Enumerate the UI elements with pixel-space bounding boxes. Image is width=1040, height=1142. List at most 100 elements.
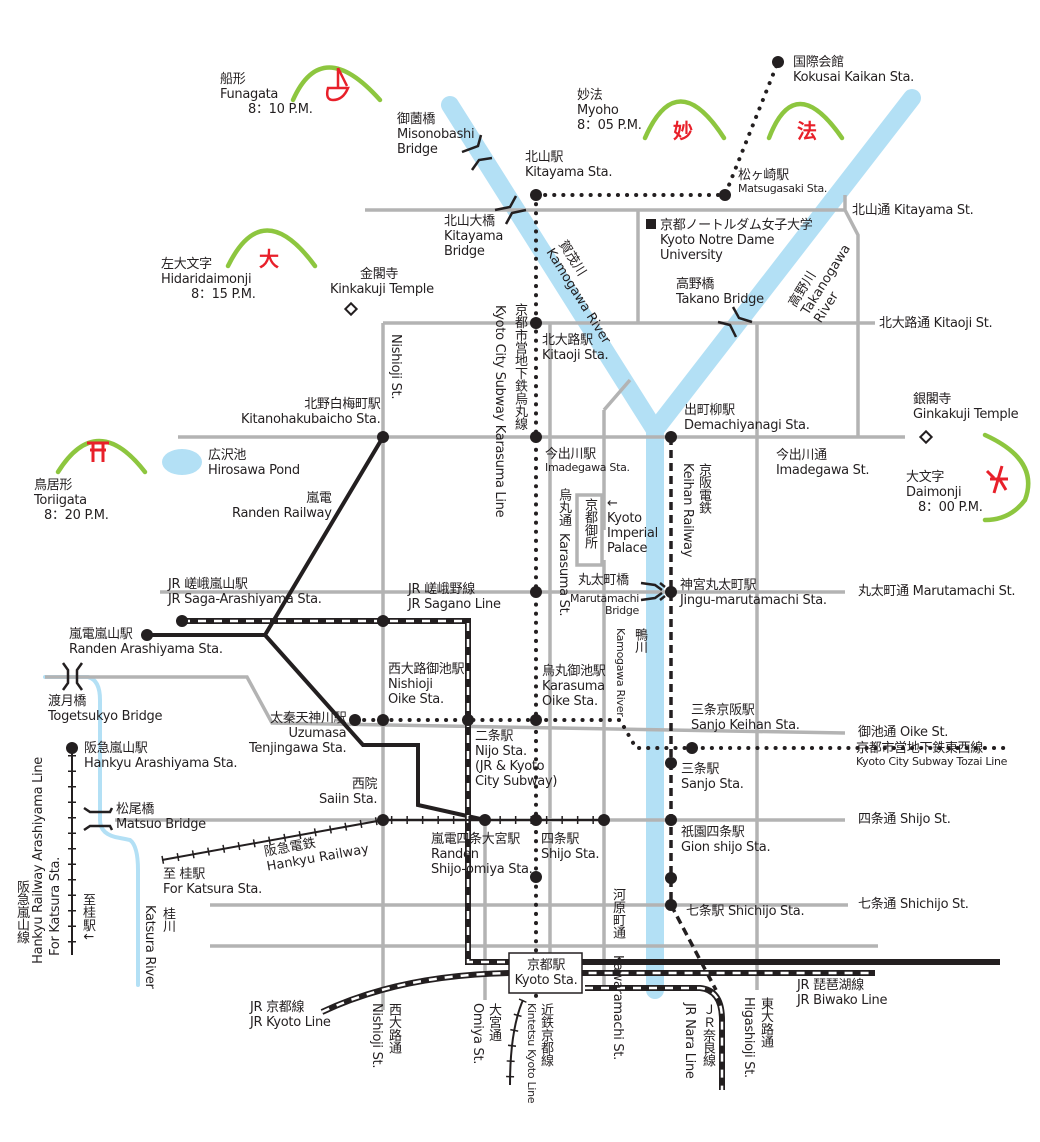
station-jingu-dot[interactable] (665, 586, 677, 598)
station-kokusai-dot[interactable] (772, 56, 784, 68)
nishioji-south-en: Nishioji St. (369, 1003, 384, 1069)
randen-line-label: 嵐電 Randen Railway (232, 491, 332, 521)
station-shijo-omiya-label[interactable]: 嵐電四条大宮駅 Randen Shijo-omiya Sta. (431, 832, 533, 877)
station-saiin-dot[interactable] (377, 814, 389, 826)
karasuma-line-en: Kyoto City Subway Karasuma Line (492, 305, 507, 518)
station-kitaoji-dot[interactable] (530, 317, 542, 329)
kitaoji-jp: 北大路駅 (542, 333, 593, 348)
station-keihan-shichijo-north-dot[interactable] (665, 872, 677, 884)
station-nijo-label[interactable]: 二条駅 Nijo Sta. (JR & Kyoto City Subway) (475, 729, 557, 789)
station-nijo-dot[interactable] (462, 714, 474, 726)
shijo-street-label: 四条通 Shijo St. (858, 812, 951, 827)
station-sanjo-keihan-label[interactable]: 三条京阪駅 Sanjo Keihan Sta. (691, 703, 800, 733)
station-gion-shijo-label[interactable]: 祇園四条駅 Gion shijo Sta. (681, 825, 771, 855)
shijo-st-jp: 四条通 (858, 812, 897, 827)
station-kitaoji-label[interactable]: 北大路駅 Kitaoji Sta. (542, 333, 609, 363)
kyoto-station-box[interactable] (508, 952, 583, 994)
misonobashi-label: 御薗橋 Misonobashi Bridge (397, 112, 475, 157)
station-kitanohakubaicho-dot[interactable] (377, 431, 389, 443)
station-demachiyanagi-label[interactable]: 出町柳駅 Demachiyanagi Sta. (684, 403, 810, 433)
kinkakuji-label[interactable]: 金閣寺 Kinkakuji Temple (330, 267, 434, 297)
station-karasuma-oike-dot[interactable] (530, 714, 542, 726)
station-matsugasaki-label[interactable]: 松ヶ崎駅 Matsugasaki Sta. (738, 168, 827, 195)
station-sanjo-keihan-dot[interactable] (686, 742, 698, 754)
station-karasuma-hankyu-dot[interactable] (598, 814, 610, 826)
station-kokusai-label[interactable]: 国際会館 Kokusai Kaikan Sta. (793, 55, 914, 85)
station-kyoto-label[interactable]: 京都駅 Kyoto Sta. (512, 958, 580, 988)
hirosawa-label[interactable]: 広沢池 Hirosawa Pond (208, 448, 300, 478)
randen-en: Randen Railway (232, 506, 332, 521)
toriigata-mountain (55, 438, 148, 475)
station-randen-arashiyama-label[interactable]: 嵐電嵐山駅 Randen Arashiyama Sta. (69, 627, 223, 657)
station-hankyu-arashiyama-label[interactable]: 阪急嵐山駅 Hankyu Arashiyama Sta. (84, 741, 238, 771)
ginkakuji-label[interactable]: 銀閣寺 Ginkakuji Temple (913, 392, 1019, 422)
misonobashi-jp: 御薗橋 (397, 112, 436, 127)
katsura-river (43, 675, 140, 987)
kitayama-street-label: 北山通 Kitayama St. (852, 203, 974, 218)
station-marutamachi-dot[interactable] (530, 586, 542, 598)
marutamachi-bridge-jp: 丸太町橋 (578, 573, 629, 588)
kintetsu-line-jp: 近鉄京都線 (538, 1003, 553, 1067)
kamogawa-lower-en: Kamogawa River (614, 628, 627, 717)
matsuo-bridge-jp: 松尾橋 (116, 802, 155, 817)
imperial-palace-label[interactable]: ← Kyoto Imperial Palace (607, 496, 658, 556)
station-jingu-label[interactable]: 神宮丸太町駅 Jingu-marutamachi Sta. (680, 578, 827, 608)
station-kitanohakubaicho-label[interactable]: 北野白梅町駅 Kitanohakubaicho Sta. (241, 397, 381, 427)
imadegawa-jp: 今出川駅 (545, 447, 596, 462)
station-uzumasa-label[interactable]: 太秦天神川駅 Uzumasa Tenjingawa Sta. (249, 711, 347, 756)
bridges (61, 134, 753, 832)
kintetsu-line-en: Kintetsu Kyoto Line (525, 1003, 538, 1104)
station-imadegawa-dot[interactable] (530, 431, 542, 443)
kyoto-sta-jp: 京都駅 (526, 958, 566, 973)
shijo-en: Shijo Sta. (541, 847, 600, 862)
matsugasaki-en: Matsugasaki Sta. (738, 182, 828, 195)
misonobashi-en2: Bridge (397, 142, 438, 157)
station-shijo-omiya-dot[interactable] (479, 814, 491, 826)
station-nishioji-oike-dot[interactable] (377, 714, 389, 726)
jr-nara-line-inner (585, 986, 724, 1090)
station-karasuma-oike-label[interactable]: 烏丸御池駅 Karasuma Oike Sta. (542, 664, 606, 709)
station-kitayama-dot[interactable] (530, 189, 542, 201)
station-nishioji-oike-label[interactable]: 西大路御池駅 Nishioji Oike Sta. (388, 662, 465, 707)
station-shichijo-label[interactable]: 七条駅 Shichijo Sta. (686, 904, 805, 919)
station-katsura-for-label[interactable]: 至 桂駅 For Katsura Sta. (163, 867, 262, 897)
station-shijo-south-dot[interactable] (530, 871, 542, 883)
hidaridaimonji-label: 左大文字 Hidaridaimonji 8：15 P.M. (161, 257, 256, 302)
station-shijo-dot[interactable] (530, 814, 542, 826)
jr-kyoto-line (320, 970, 875, 1015)
funagata-time: 8：10 P.M. (248, 102, 313, 117)
imperial-palace-outline (575, 493, 604, 567)
nijo-jp: 二条駅 (475, 729, 514, 744)
myoho-label: 妙法 Myoho 8：05 P.M. (577, 88, 642, 133)
station-sanjo-dot[interactable] (665, 757, 677, 769)
station-saga-arashiyama-dot[interactable] (176, 615, 188, 627)
station-shichijo-dot[interactable] (665, 899, 677, 911)
station-shijo-label[interactable]: 四条駅 Shijo Sta. (541, 832, 600, 862)
kitayama-bridge-label: 北山大橋 Kitayama Bridge (444, 214, 503, 259)
station-demachiyanagi-dot[interactable] (665, 431, 677, 443)
station-kitayama-label[interactable]: 北山駅 Kitayama Sta. (525, 150, 612, 180)
station-uzumasa-dot[interactable] (349, 714, 361, 726)
street-ne-corner (843, 195, 860, 437)
marutamachi-bridge-en1: Marutamachi (570, 592, 640, 605)
funagata-label: 船形 Funagata 8：10 P.M. (220, 72, 313, 117)
station-imadegawa-label[interactable]: 今出川駅 Imadegawa Sta. (545, 447, 630, 474)
misonobashi-en1: Misonobashi (397, 127, 475, 142)
myoho-time: 8：05 P.M. (577, 118, 642, 133)
station-saiin-label[interactable]: 西院 Saiin Sta. (319, 777, 378, 807)
notre-dame-label[interactable]: 京都ノートルダム女子大学 Kyoto Notre Dame University (660, 218, 813, 263)
tozai-en: Kyoto City Subway Tozai Line (856, 755, 1008, 768)
station-sanjo-label[interactable]: 三条駅 Sanjo Sta. (681, 762, 744, 792)
station-randen-arashiyama-dot[interactable] (141, 629, 153, 641)
station-sagano-nishioji-dot[interactable] (377, 615, 389, 627)
station-hankyu-arashiyama-dot[interactable] (66, 742, 78, 754)
uzumasa-en2: Tenjingawa Sta. (249, 741, 347, 756)
katsura-river-en: Katsura River (142, 905, 157, 989)
station-matsugasaki-dot[interactable] (719, 189, 731, 201)
ginkakuji-jp: 銀閣寺 (913, 392, 952, 407)
station-gion-shijo-dot[interactable] (665, 814, 677, 826)
jr-biwako-line-label: JR 琵琶湖線 JR Biwako Line (797, 978, 887, 1008)
kitaoji-en: Kitaoji Sta. (542, 348, 609, 363)
takano-bridge-icon (717, 306, 753, 338)
station-saga-arashiyama-label[interactable]: JR 嵯峨嵐山駅 JR Saga-Arashiyama Sta. (168, 577, 322, 607)
